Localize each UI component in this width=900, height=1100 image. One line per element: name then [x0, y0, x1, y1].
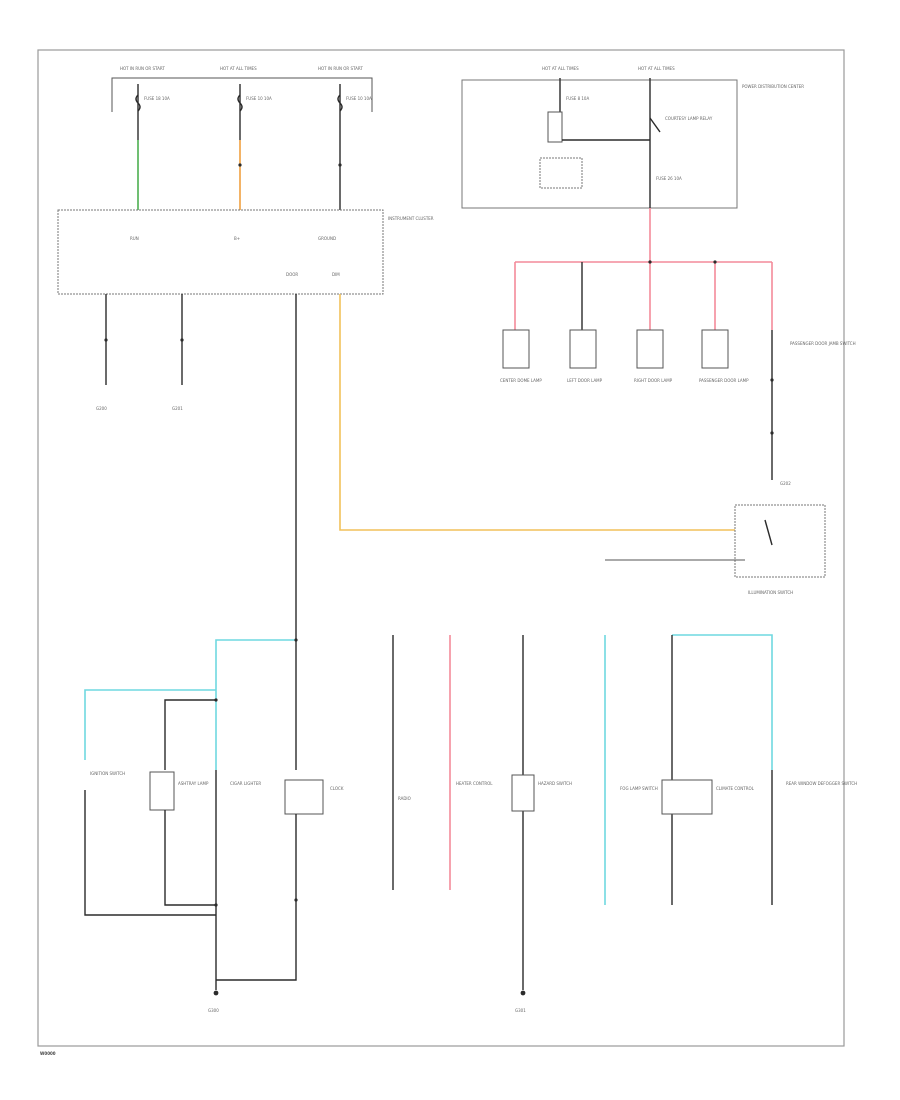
bottom-8-label: FOG LAMP SWITCH	[620, 786, 658, 791]
instrument-cluster-label: INSTRUMENT CLUSTER	[388, 216, 434, 221]
ic-pin-b: B+	[234, 236, 240, 241]
illumination-switch-box	[734, 504, 826, 578]
splice-node	[338, 163, 342, 167]
fuse-panel-label-3: HOT IN RUN OR START	[318, 66, 363, 71]
fuse-panel-label-2: HOT AT ALL TIMES	[220, 66, 257, 71]
splice-node	[214, 903, 218, 907]
wire-dark	[164, 699, 216, 770]
fuse-panel-label-1: HOT IN RUN OR START	[120, 66, 165, 71]
fuse-4-label: FUSE 8 10A	[566, 96, 589, 101]
relay-label: COURTESY LAMP RELAY	[665, 116, 713, 121]
illumination-switch-arm	[764, 519, 773, 546]
fuse-3-label: FUSE 10 10A	[346, 96, 372, 101]
fuse-2-symbol	[237, 94, 243, 112]
bottom-2-label: ASHTRAY LAMP	[178, 781, 209, 786]
bottom-3-label: CIGAR LIGHTER	[230, 781, 261, 786]
return-wire	[84, 790, 216, 916]
lamp-3	[636, 329, 664, 369]
bottom-7-label: HAZARD SWITCH	[538, 781, 572, 786]
wire-cyan	[672, 634, 773, 770]
splice-node	[238, 163, 242, 167]
bottom-10-label: REAR WINDOW DEFOGGER SWITCH	[786, 781, 857, 786]
bottom-6-label: HEATER CONTROL	[456, 781, 493, 786]
bottom-1-label: IGNITION SWITCH	[90, 771, 125, 776]
ground-3-label: G202	[780, 481, 791, 486]
bottom-9-label: CLIMATE CONTROL	[716, 786, 755, 791]
instrument-cluster-box	[57, 209, 384, 295]
return-wire	[216, 814, 297, 981]
lamp-2	[569, 329, 597, 369]
relay-coil	[547, 111, 563, 143]
splice-node	[294, 898, 298, 902]
ground-point	[520, 990, 526, 996]
bottom-5-label: RADIO	[398, 796, 411, 801]
ground-1-label: G200	[96, 406, 107, 411]
ground-point	[213, 990, 219, 996]
climate-control	[661, 779, 713, 815]
return-wire	[164, 810, 216, 906]
diagram-code: W0000	[40, 1051, 56, 1056]
ic-pin-ground: GROUND	[318, 236, 336, 241]
ic-pin-door: DOOR	[286, 272, 298, 277]
pdc-label: POWER DISTRIBUTION CENTER	[742, 84, 804, 89]
ashtray-lamp	[149, 771, 175, 811]
splice-node	[104, 338, 108, 342]
relay-sub-box	[539, 157, 583, 189]
clock-symbol	[284, 779, 324, 815]
ground-4-label: G300	[208, 1008, 219, 1013]
diagram-frame	[37, 49, 845, 1047]
splice-node	[713, 260, 717, 264]
splice-node	[770, 378, 774, 382]
lamp-3-label: RIGHT DOOR LAMP	[634, 378, 673, 383]
splice-node	[770, 431, 774, 435]
lamp-1	[502, 329, 530, 369]
fuse-panel-bracket	[111, 77, 373, 112]
splice-node	[180, 338, 184, 342]
ground-2-label: G201	[172, 406, 183, 411]
fuse-3-symbol	[337, 94, 343, 112]
ic-pin-dim: DIM	[332, 272, 340, 277]
wire-cyan	[84, 689, 216, 760]
fuse-panel-label-4: HOT AT ALL TIMES	[542, 66, 579, 71]
fuse-1-label: FUSE 18 10A	[144, 96, 170, 101]
ground-5-label: G301	[515, 1008, 526, 1013]
fuse-2-label: FUSE 10 10A	[246, 96, 272, 101]
hazard-switch	[511, 774, 535, 812]
pdc-box	[461, 79, 738, 209]
lamp-5-label: PASSENGER DOOR JAMB SWITCH	[790, 341, 856, 346]
lamp-4-label: PASSENGER DOOR LAMP	[699, 378, 749, 383]
splice-node	[648, 260, 652, 264]
relay-switch	[649, 117, 661, 133]
illumination-switch-label: ILLUMINATION SWITCH	[748, 590, 793, 595]
fuse-5-label: FUSE 26 10A	[656, 176, 682, 181]
lamp-4	[701, 329, 729, 369]
fuse-1-symbol	[135, 94, 141, 112]
wire-yellow	[339, 294, 735, 531]
wire-cyan	[215, 639, 296, 700]
lamp-1-label: CENTER DOME LAMP	[500, 378, 542, 383]
ic-pin-run: RUN	[130, 236, 139, 241]
lamp-2-label: LEFT DOOR LAMP	[567, 378, 603, 383]
fuse-panel-label-5: HOT AT ALL TIMES	[638, 66, 675, 71]
bottom-4-label: CLOCK	[330, 786, 344, 791]
